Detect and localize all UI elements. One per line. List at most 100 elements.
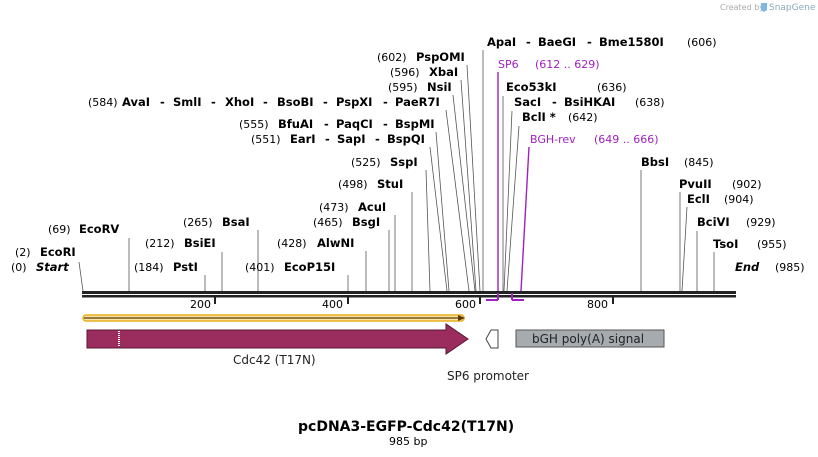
cdc42-label: Cdc42 (T17N) xyxy=(233,353,316,367)
site-pos: (845) xyxy=(684,156,714,169)
enzyme-name: BclI * xyxy=(522,110,556,124)
enzyme-labels: (0) Start (2) EcoRI (69) EcoRV (184) Pst… xyxy=(11,35,805,274)
site-start[interactable]: (0) Start xyxy=(11,260,69,274)
site-pos: (428) xyxy=(277,237,307,250)
enzyme-name: BsaI xyxy=(222,215,250,229)
site-pos: (642) xyxy=(568,111,598,124)
enzyme-name: Bme1580I xyxy=(599,35,664,49)
tick-label-400: 400 xyxy=(322,298,343,311)
site-bfuai-group[interactable]: (555) BfuAI - PaqCI - BspMI xyxy=(239,117,435,131)
site-ecorv[interactable]: (69) EcoRV xyxy=(48,222,119,236)
orf-bar[interactable] xyxy=(82,314,465,322)
enzyme-name: XhoI xyxy=(225,95,254,109)
site-pos: (555) xyxy=(239,118,269,131)
site-connector-line xyxy=(460,79,477,292)
site-connector-line xyxy=(506,125,520,292)
site-ecori[interactable]: (2) EcoRI xyxy=(15,245,76,259)
enzyme-name: ApaI xyxy=(487,35,516,49)
site-pos: (596) xyxy=(390,66,420,79)
site-eco53ki[interactable]: Eco53kI (636) xyxy=(506,80,627,94)
site-end[interactable]: End (985) xyxy=(735,260,805,274)
end-label: End xyxy=(735,260,760,274)
ruler-bottom-strand xyxy=(82,295,736,298)
ruler-tick xyxy=(347,297,349,304)
bgh-polya-label: bGH poly(A) signal xyxy=(532,332,644,346)
primer-sp6[interactable]: SP6 (612 .. 629) xyxy=(498,58,600,71)
site-bcli[interactable]: BclI * (642) xyxy=(522,110,598,124)
credit-prefix: Created by xyxy=(720,3,764,12)
site-apai-group[interactable]: ApaI - BaeGI - Bme1580I (606) xyxy=(487,35,717,49)
snapgene-credit: Created by SnapGene xyxy=(720,3,816,13)
site-stui[interactable]: (498) StuI xyxy=(338,177,403,191)
primer-bgh-rev-connector xyxy=(520,146,530,292)
site-pos: (955) xyxy=(757,238,787,251)
primer-bgh-rev[interactable]: BGH-rev (649 .. 666) xyxy=(530,133,659,146)
site-pspomi[interactable]: (602) PspOMI xyxy=(377,50,465,64)
site-connector-line xyxy=(681,206,688,292)
site-bbsi[interactable]: BbsI (845) xyxy=(641,155,714,169)
site-bcivi[interactable]: BciVI (929) xyxy=(697,215,776,229)
credit-brand: SnapGene xyxy=(769,3,816,13)
enzyme-name: BsoBI xyxy=(277,95,314,109)
enzyme-name: Eco53kI xyxy=(506,80,557,94)
site-pos: (2) xyxy=(15,246,31,259)
site-pos: (465) xyxy=(313,216,343,229)
site-pvuii[interactable]: PvuII (902) xyxy=(679,177,762,191)
enzyme-name: PaeR7I xyxy=(395,95,440,109)
enzyme-name: PspOMI xyxy=(416,50,465,64)
site-xbai[interactable]: (596) XbaI xyxy=(390,65,458,79)
enzyme-name: BciVI xyxy=(697,215,730,229)
enzyme-name: NsiI xyxy=(427,80,452,94)
primer-name: BGH-rev xyxy=(530,133,576,146)
site-nsii[interactable]: (595) NsiI xyxy=(388,80,452,94)
cdc42-arrow xyxy=(86,323,469,355)
feature-cdc42[interactable]: Cdc42 (T17N) xyxy=(86,323,469,367)
enzyme-name: SspI xyxy=(390,155,418,169)
site-pos: (584) xyxy=(88,96,118,109)
site-alwni[interactable]: (428) AlwNI xyxy=(277,236,354,250)
ruler-top-strand xyxy=(82,291,736,294)
enzyme-name: EcoRV xyxy=(79,222,119,236)
feature-bgh-polya[interactable]: bGH poly(A) signal xyxy=(515,329,665,348)
site-pos: (212) xyxy=(145,237,175,250)
ruler-tick xyxy=(214,297,216,304)
site-bsai[interactable]: (265) BsaI xyxy=(183,215,250,229)
site-ecli[interactable]: EclI (904) xyxy=(687,192,754,206)
enzyme-name: BbsI xyxy=(641,155,669,169)
start-pos: (0) xyxy=(11,261,27,274)
site-tsoi[interactable]: TsoI (955) xyxy=(713,237,787,251)
enzyme-name: BsgI xyxy=(352,215,380,229)
sp6-promoter-arrow xyxy=(485,329,499,349)
site-bsgi[interactable]: (465) BsgI xyxy=(313,215,380,229)
site-connector-line xyxy=(78,261,84,292)
ruler-tick xyxy=(479,297,481,304)
site-avai-group[interactable]: (584) AvaI - SmlI - XhoI - BsoBI - PspXI… xyxy=(88,95,440,109)
feature-sp6-promoter[interactable]: SP6 promoter xyxy=(447,329,529,383)
enzyme-name: EcoP15I xyxy=(284,260,335,274)
site-pos: (401) xyxy=(245,261,275,274)
site-ecop15i[interactable]: (401) EcoP15I xyxy=(245,260,335,274)
enzyme-name: AlwNI xyxy=(317,236,354,250)
snapgene-logo-icon xyxy=(761,3,767,12)
enzyme-name: PspXI xyxy=(336,95,372,109)
sp6-promoter-label: SP6 promoter xyxy=(447,369,529,383)
enzyme-name: BspQI xyxy=(387,132,425,146)
site-connector-line xyxy=(452,94,476,292)
enzyme-name: PstI xyxy=(173,260,198,274)
primer-name: SP6 xyxy=(498,58,519,71)
site-pos: (473) xyxy=(319,201,349,214)
site-connector-line xyxy=(445,109,470,292)
primer-range: (649 .. 666) xyxy=(594,133,659,146)
site-sspi[interactable]: (525) SspI xyxy=(351,155,418,169)
enzyme-name: XbaI xyxy=(429,65,458,79)
site-bsiei[interactable]: (212) BsiEI xyxy=(145,236,216,250)
site-psti[interactable]: (184) PstI xyxy=(134,260,198,274)
enzyme-name: SapI xyxy=(337,132,366,146)
enzyme-name: BsiEI xyxy=(184,236,216,250)
site-saci-group[interactable]: SacI - BsiHKAI (638) xyxy=(514,95,665,109)
orf-arrowhead-icon xyxy=(458,315,465,321)
enzyme-name: EclI xyxy=(687,192,710,206)
site-eari-group[interactable]: (551) EarI - SapI - BspQI xyxy=(251,132,425,146)
site-acui[interactable]: (473) AcuI xyxy=(319,200,386,214)
